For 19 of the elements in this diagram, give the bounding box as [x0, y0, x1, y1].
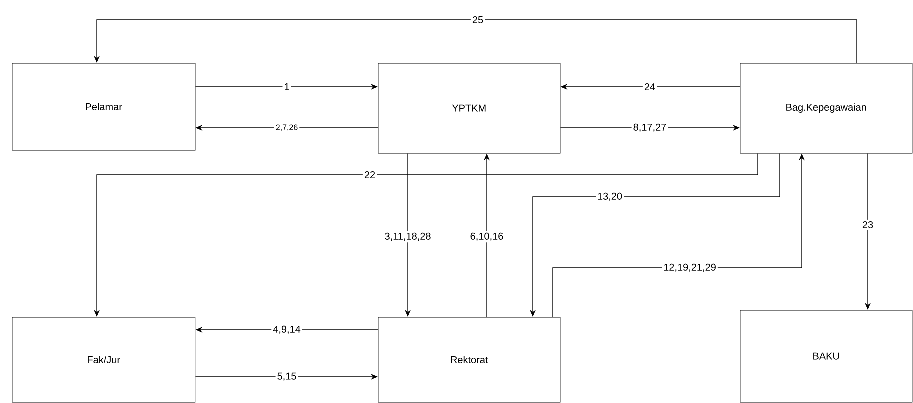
edge-label: 1 — [282, 82, 292, 92]
process-box: YPTKM — [378, 63, 561, 154]
edge-label: 5,15 — [276, 371, 298, 383]
edge-label: 4,9,14 — [272, 324, 302, 336]
edge-label: 23 — [860, 220, 876, 230]
process-box: Rektorat — [378, 316, 561, 403]
process-box: Pelamar — [12, 63, 196, 151]
edge-label: 22 — [362, 170, 378, 180]
edge-label: 25 — [470, 14, 486, 26]
edge-label: 2,7,26 — [274, 123, 300, 133]
edge-label: 12,19,21,29 — [662, 262, 718, 274]
process-box: Fak/Jur — [12, 316, 196, 403]
edge-label: 24 — [642, 82, 658, 92]
process-box: BAKU — [740, 310, 913, 403]
edge-label: 8,17,27 — [632, 122, 668, 134]
edge-label: 13,20 — [596, 191, 624, 203]
edge-label: 3,11,18,28 — [383, 231, 433, 243]
process-box: Bag.Kepegawaian — [740, 63, 913, 154]
edge-label: 6,10,16 — [468, 231, 506, 243]
